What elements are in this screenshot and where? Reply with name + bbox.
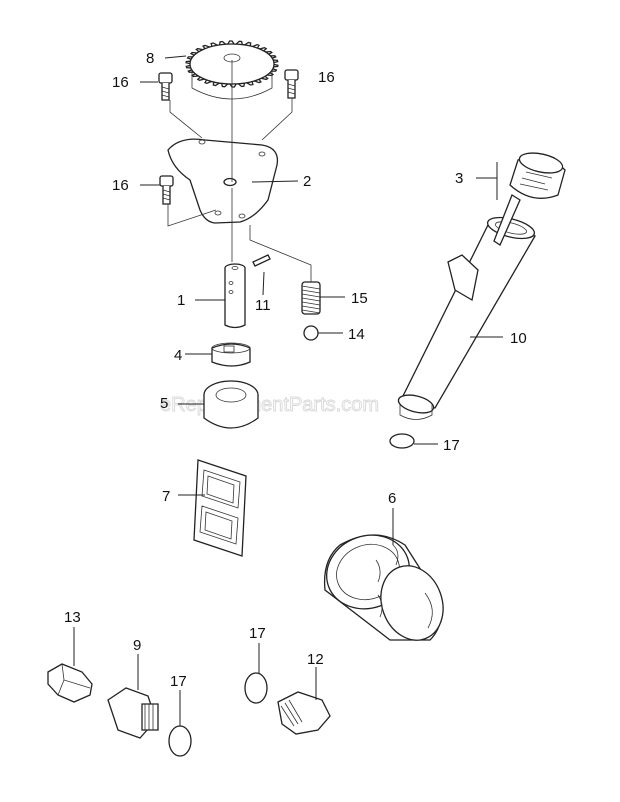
callout-16: 16 — [112, 74, 129, 91]
callout-3: 3 — [455, 170, 463, 187]
part-17-oring-tube — [389, 433, 415, 449]
part-6-oil-filter — [323, 534, 444, 641]
part-5-outer-rotor — [203, 380, 259, 429]
callout-labels: 8 16 16 2 16 3 1 11 15 14 10 4 5 17 7 6 … — [64, 50, 527, 690]
part-14-ball — [303, 325, 319, 341]
watermark-text: eReplacementParts.com — [160, 394, 379, 416]
part-16-bolt-lower — [159, 175, 174, 205]
part-3-dipstick — [493, 152, 566, 246]
part-1-shaft — [224, 263, 246, 329]
part-9-fitting — [107, 687, 159, 739]
part-4-inner-rotor — [211, 342, 251, 367]
callout-17: 17 — [443, 437, 460, 454]
callout-16: 16 — [112, 177, 129, 194]
part-10-dipstick-tube — [397, 216, 537, 420]
callout-16: 16 — [318, 69, 335, 86]
callout-17: 17 — [170, 673, 187, 690]
callout-8: 8 — [146, 50, 154, 67]
part-7-screen — [193, 459, 247, 557]
callout-17: 17 — [249, 625, 266, 642]
callout-13: 13 — [64, 609, 81, 626]
callout-4: 4 — [174, 347, 182, 364]
part-17-oring-left — [168, 725, 192, 757]
part-12-plug — [277, 691, 331, 735]
leader-lines — [73, 55, 503, 726]
part-13-plug — [47, 663, 93, 703]
callout-14: 14 — [348, 326, 365, 343]
callout-11: 11 — [255, 297, 271, 314]
part-17-oring-right — [244, 672, 268, 704]
callout-2: 2 — [303, 173, 311, 190]
callout-6: 6 — [388, 490, 396, 507]
part-16-bolt-right — [284, 69, 299, 99]
callout-9: 9 — [133, 637, 141, 654]
callout-5: 5 — [160, 395, 168, 412]
part-11-pin — [252, 254, 271, 267]
part-16-bolt-left — [158, 72, 173, 101]
callout-10: 10 — [510, 330, 527, 347]
callout-12: 12 — [307, 651, 324, 668]
callout-1: 1 — [177, 292, 185, 309]
callout-15: 15 — [351, 290, 368, 307]
part-15-spring — [301, 281, 321, 315]
callout-7: 7 — [162, 488, 170, 505]
part-2-cover-plate — [167, 138, 279, 224]
